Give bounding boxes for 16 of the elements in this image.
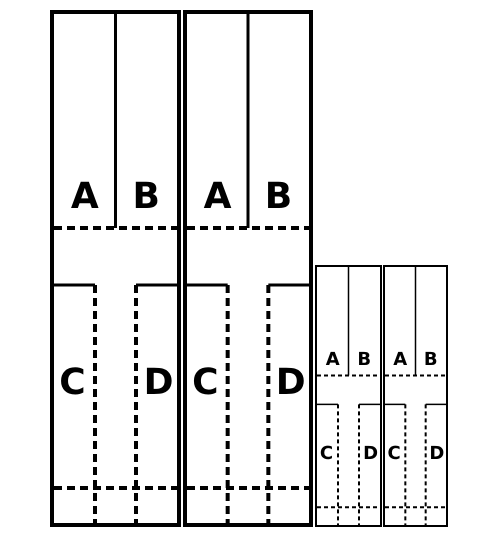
flap-letter: C bbox=[192, 365, 218, 402]
flap-letter: D bbox=[429, 445, 444, 464]
flap-letter: A bbox=[204, 179, 232, 216]
flap-letter: A bbox=[393, 350, 408, 369]
flap-letter: B bbox=[424, 350, 438, 369]
flap-letter: A bbox=[70, 179, 99, 216]
flap-letter: B bbox=[132, 179, 160, 216]
flap-letter: D bbox=[276, 365, 306, 402]
flap-letter: C bbox=[59, 365, 86, 402]
flap-letter: A bbox=[326, 350, 340, 369]
flap-letter: C bbox=[320, 445, 334, 464]
flap-letter: B bbox=[357, 350, 372, 369]
flap-letter: D bbox=[363, 445, 378, 464]
flap-letter: B bbox=[264, 179, 292, 216]
flap-letter: C bbox=[388, 445, 401, 464]
flap-letter: D bbox=[144, 365, 174, 402]
